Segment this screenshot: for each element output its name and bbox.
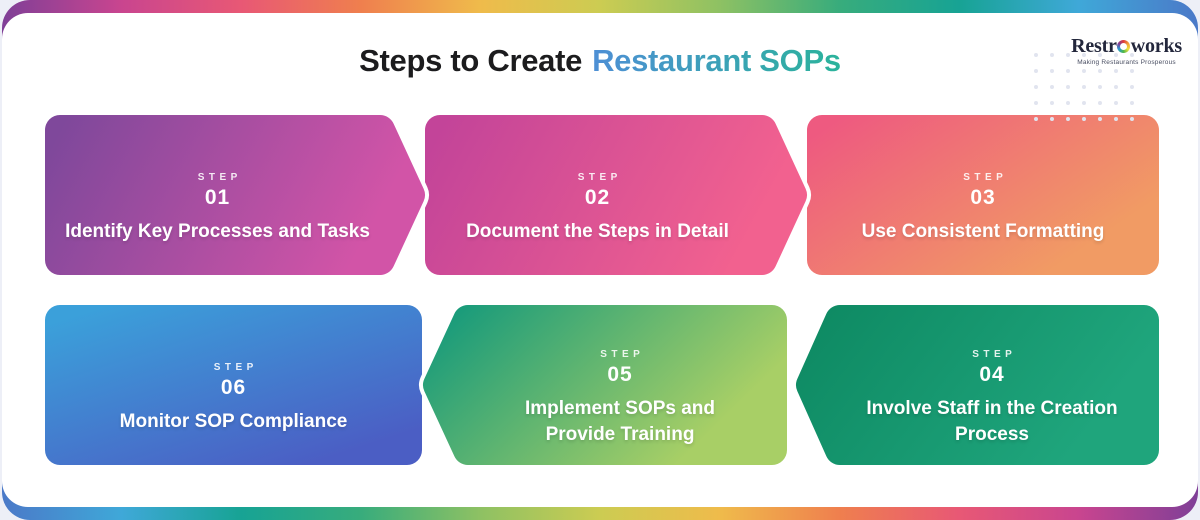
step-title: Involve Staff in the Creation Process — [866, 397, 1118, 445]
logo-prefix: Restr — [1071, 35, 1117, 57]
title-text: Steps to Create — [359, 43, 583, 78]
page-title: Steps to Create Restaurant SOPs — [2, 43, 1198, 79]
step-kicker: STEP — [577, 171, 622, 183]
step-kicker: STEP — [963, 171, 1008, 183]
step-02-shape — [421, 111, 811, 279]
logo-wordmark: Restr works — [1071, 35, 1182, 58]
step-title: Identify Key Processes and Tasks — [65, 220, 370, 242]
step-kicker: STEP — [197, 171, 242, 183]
step-kicker: STEP — [600, 348, 645, 360]
step-03-shape — [803, 111, 1163, 279]
step-kicker: STEP — [972, 348, 1017, 360]
step-title: Implement SOPs and Provide Training — [524, 397, 716, 445]
step-number: 03 — [970, 185, 996, 209]
step-number: 06 — [220, 375, 247, 399]
card: Steps to Create Restaurant SOPs Restr work… — [2, 13, 1198, 507]
logo: Restr works Making Restaurants Prosperous — [1071, 35, 1182, 66]
dot-grid-decoration — [1034, 53, 1134, 121]
step-title: Monitor SOP Compliance — [119, 410, 348, 432]
logo-o-icon — [1117, 40, 1131, 53]
step-number: 04 — [979, 362, 1005, 386]
step-number: 01 — [204, 185, 231, 209]
step-number: 05 — [607, 362, 633, 386]
step-title: Document the Steps in Detail — [466, 220, 729, 242]
step-06-shape — [41, 301, 426, 469]
step-title: Use Consistent Formatting — [861, 220, 1105, 242]
step-05-shape — [419, 301, 791, 469]
step-kicker: STEP — [213, 361, 258, 373]
logo-suffix: works — [1130, 35, 1182, 57]
title-accent-text: Restaurant SOPs — [592, 43, 841, 78]
step-shapes — [41, 111, 1163, 469]
step-01-shape — [41, 111, 429, 279]
logo-tagline: Making Restaurants Prosperous — [1077, 59, 1176, 66]
step-number: 02 — [584, 185, 611, 209]
step-04-shape — [792, 301, 1163, 469]
